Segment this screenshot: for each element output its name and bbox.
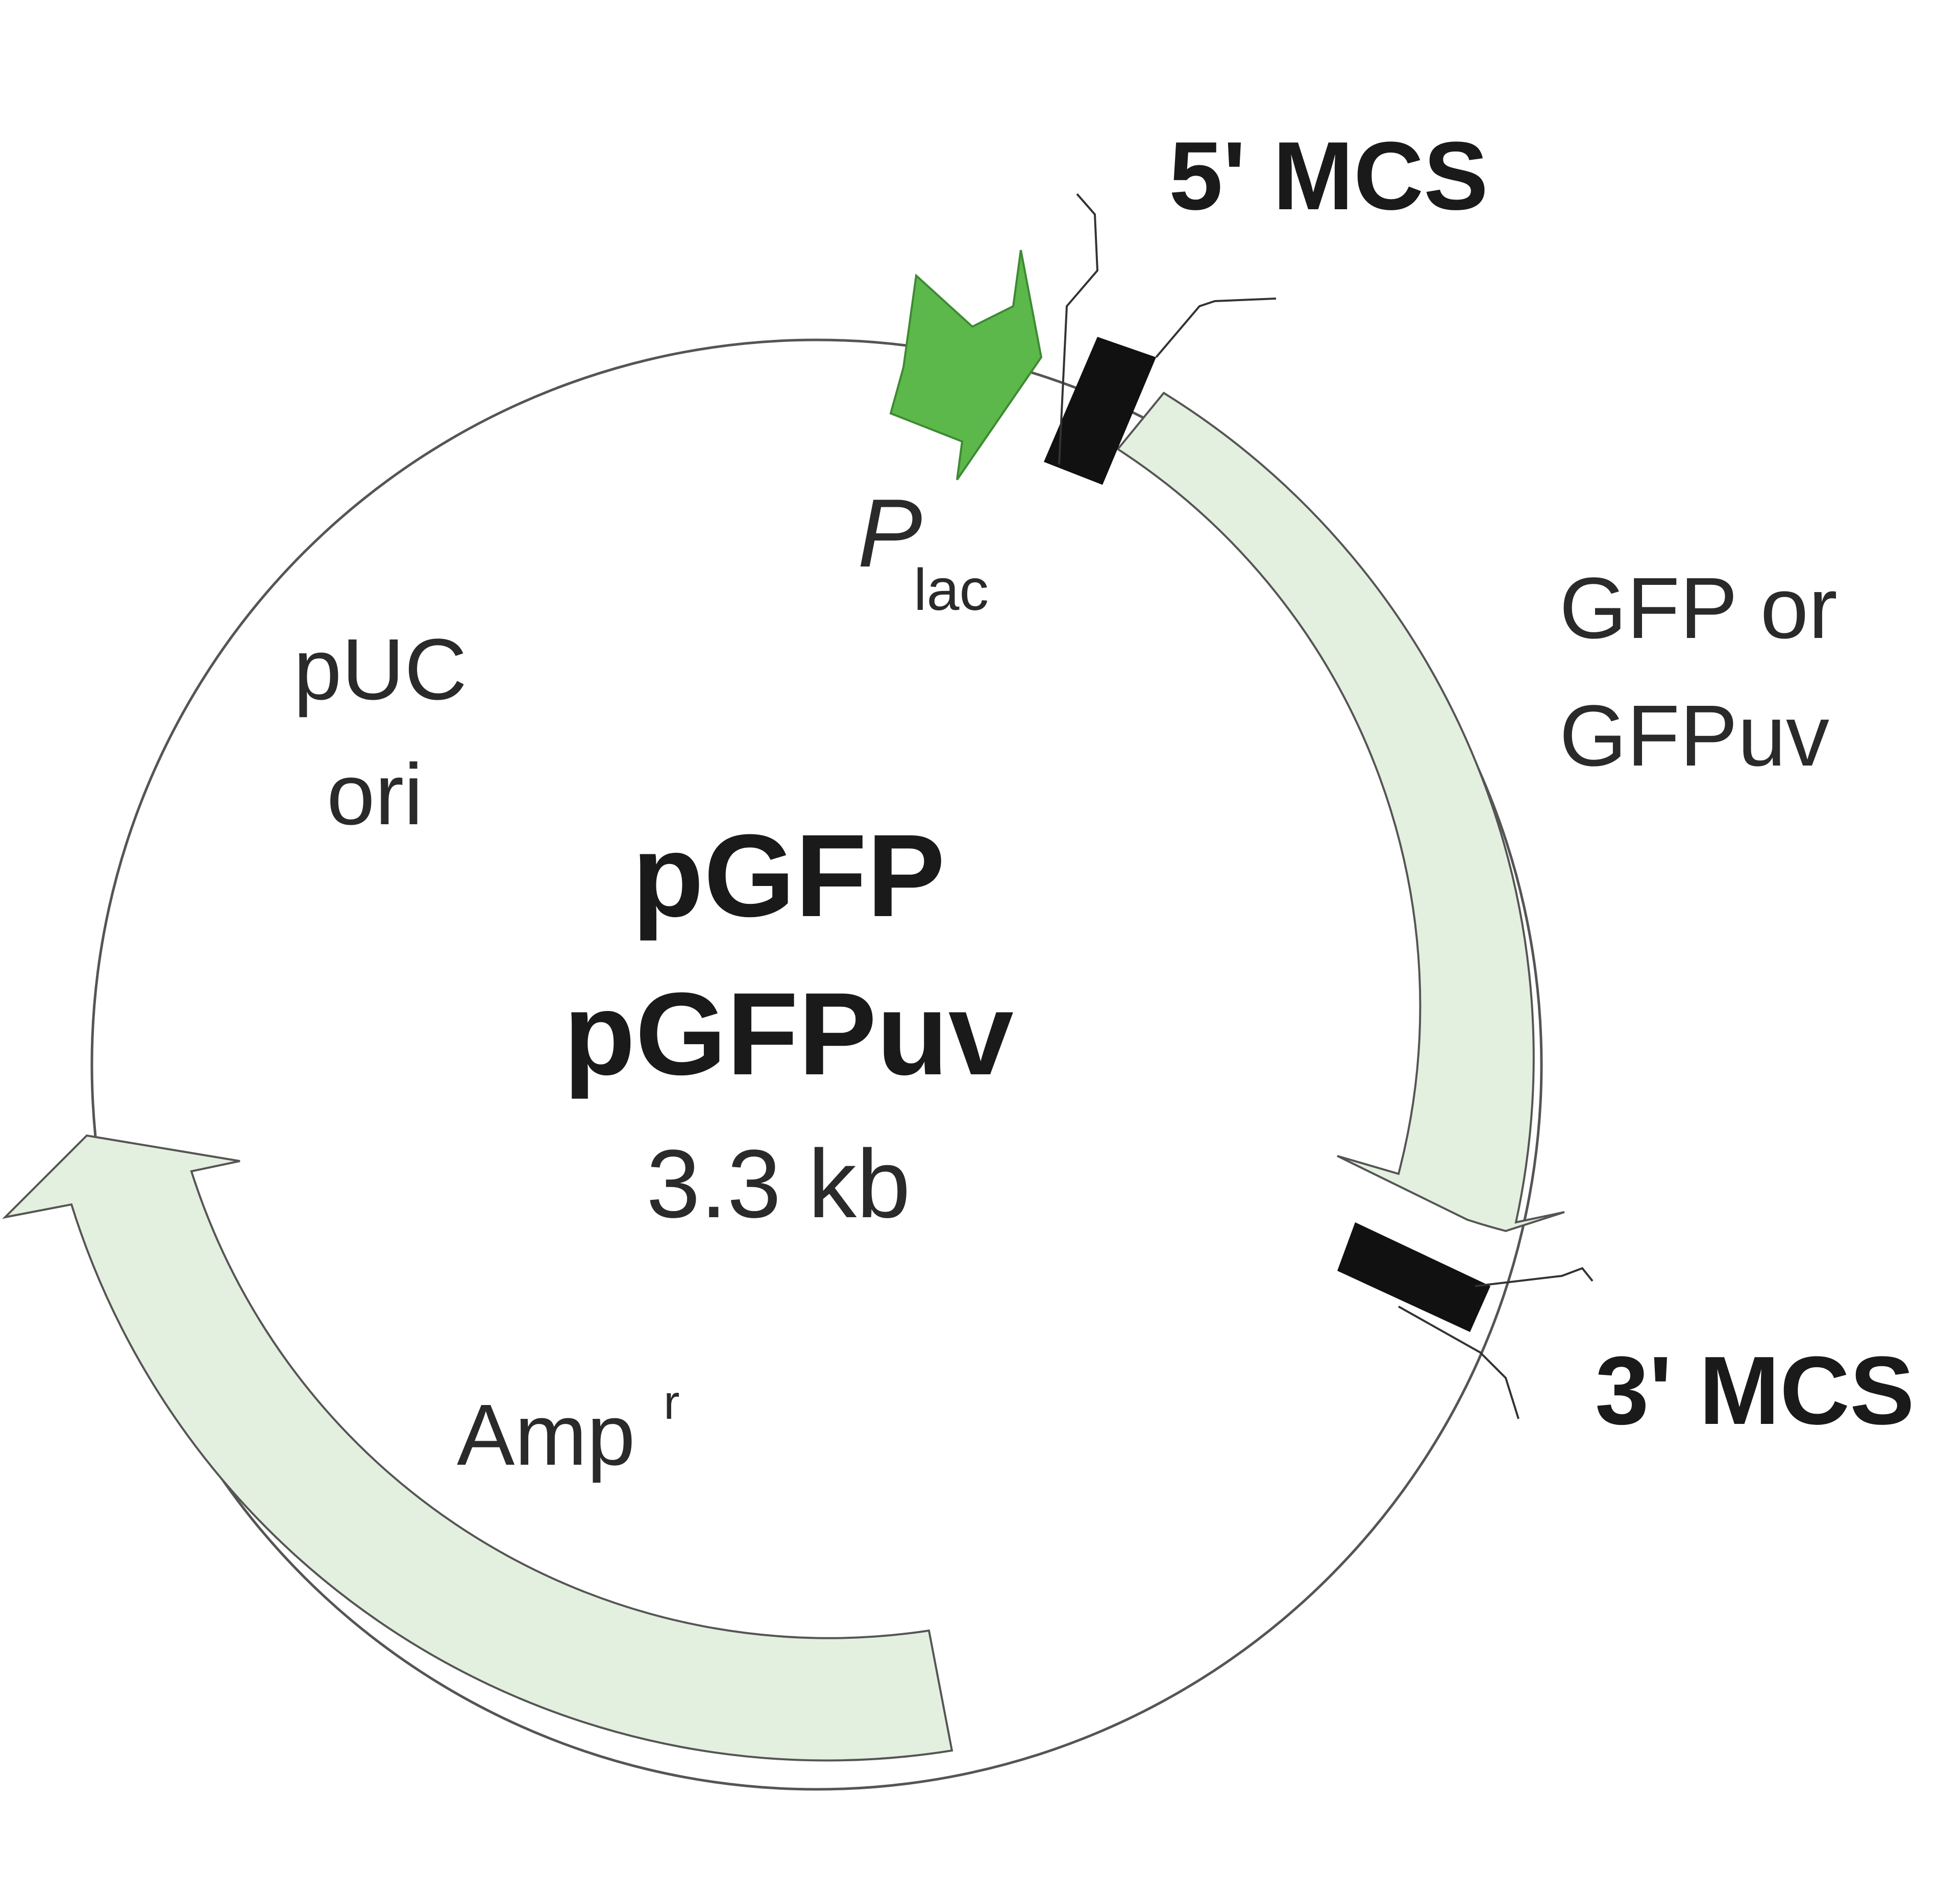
ampr-label-superscript: r <box>664 1375 680 1430</box>
ori-label-line1: pUC <box>293 621 467 718</box>
plac-promoter-arrow <box>889 250 1043 481</box>
mcs-3-block <box>1337 1222 1490 1332</box>
gfp-label-line1: GFP or <box>1559 560 1837 657</box>
ori-label-line2: ori <box>327 746 423 843</box>
gfp-label-line2: GFPuv <box>1559 687 1829 784</box>
mcs-3-leader-line-2 <box>1398 1305 1520 1419</box>
mcs-3-leader-line <box>1475 1267 1594 1287</box>
mcs-5-leader-line <box>1058 193 1099 465</box>
mcs-3-label: 3' MCS <box>1595 1337 1915 1445</box>
mcs-5-label: 5' MCS <box>1169 122 1488 230</box>
mcs-5-block <box>1044 337 1156 485</box>
plasmid-name-line2: pGFPuv <box>564 968 1014 1099</box>
plasmid-name-line1: pGFP <box>632 810 945 941</box>
gfp-gene-arrow <box>1116 391 1565 1233</box>
plasmid-backbone <box>90 338 1543 1791</box>
mcs-5-leader-line-2 <box>1155 298 1277 358</box>
plasmid-size: 3.3 kb <box>646 1130 911 1238</box>
plac-label: P <box>857 479 922 587</box>
ampr-gene-arrow <box>2 1134 953 1762</box>
plac-label-subscript: lac <box>914 557 989 623</box>
ampr-label: Amp <box>457 1387 635 1484</box>
